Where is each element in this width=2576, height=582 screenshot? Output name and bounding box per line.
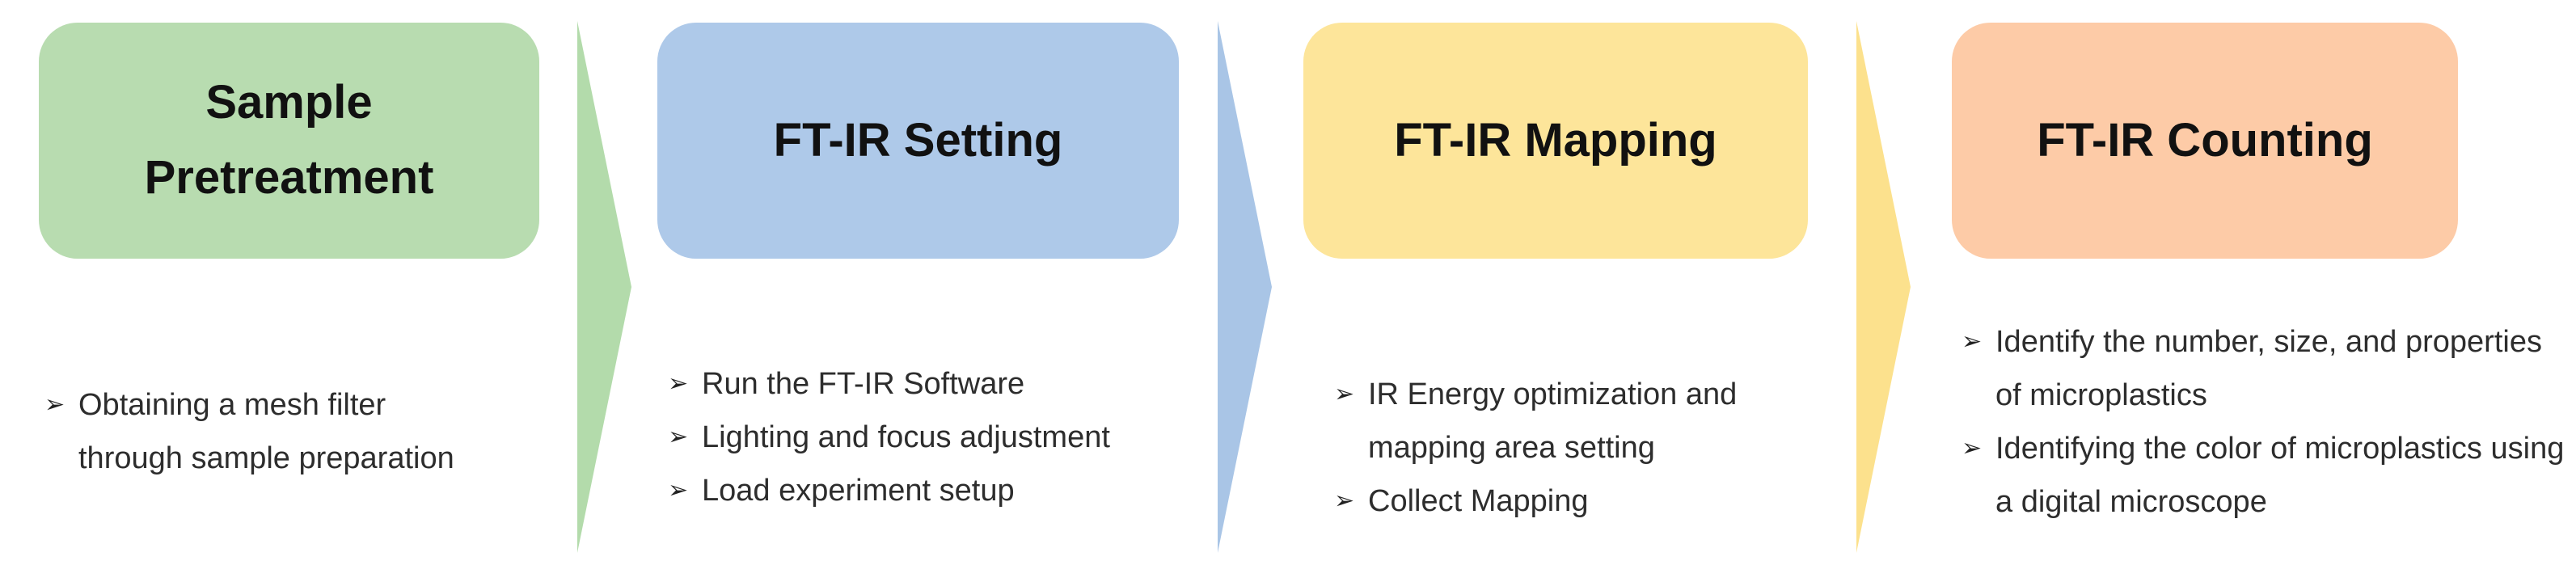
bullet-item: ➢ Identify the number, size, and propert…: [1962, 315, 2576, 422]
bullet-item: ➢ Obtaining a mesh filter through sample…: [44, 378, 465, 485]
bullet-text: Collect Mapping: [1368, 484, 1589, 518]
bullet-list: ➢ IR Energy optimization and mapping are…: [1334, 368, 1791, 528]
bullet-list: ➢ Run the FT-IR Software ➢ Lighting and …: [668, 357, 1201, 517]
step-box-ftir-mapping: FT-IR Mapping: [1303, 23, 1808, 259]
flow-arrow-icon: [1856, 21, 1911, 553]
bullet-text: Lighting and focus adjustment: [702, 420, 1110, 454]
step-title: FT-IR Setting: [773, 113, 1063, 167]
arrow-bullet-icon: ➢: [44, 391, 65, 418]
bullet-text: Identifying the color of microplastics u…: [1995, 432, 2565, 519]
arrow-bullet-icon: ➢: [668, 370, 689, 397]
bullet-item: ➢ Identifying the color of microplastics…: [1962, 422, 2576, 529]
bullet-item: ➢ Lighting and focus adjustment: [668, 411, 1201, 464]
arrow-bullet-icon: ➢: [1962, 328, 1983, 355]
bullet-list: ➢ Obtaining a mesh filter through sample…: [44, 378, 465, 485]
arrow-bullet-icon: ➢: [668, 424, 689, 450]
bullet-item: ➢ Run the FT-IR Software: [668, 357, 1201, 411]
step-title: FT-IR Mapping: [1394, 113, 1717, 167]
flow-arrow-icon: [577, 21, 631, 553]
bullet-text: Identify the number, size, and propertie…: [1995, 325, 2542, 412]
arrow-bullet-icon: ➢: [1334, 487, 1355, 514]
step-box-sample-pretreatment: Sample Pretreatment: [39, 23, 539, 259]
bullet-text: Obtaining a mesh filter through sample p…: [78, 388, 454, 475]
bullet-item: ➢ Load experiment setup: [668, 464, 1201, 517]
step-title: Sample Pretreatment: [144, 76, 434, 204]
step-box-ftir-setting: FT-IR Setting: [657, 23, 1179, 259]
bullet-text: Load experiment setup: [702, 474, 1015, 508]
arrow-bullet-icon: ➢: [668, 477, 689, 504]
arrow-bullet-icon: ➢: [1962, 435, 1983, 462]
step-title: FT-IR Counting: [2037, 113, 2373, 167]
bullet-list: ➢ Identify the number, size, and propert…: [1962, 315, 2576, 529]
bullet-text: Run the FT-IR Software: [702, 367, 1025, 401]
arrow-bullet-icon: ➢: [1334, 381, 1355, 407]
bullet-item: ➢ IR Energy optimization and mapping are…: [1334, 368, 1791, 474]
bullet-item: ➢ Collect Mapping: [1334, 474, 1791, 528]
flow-arrow-icon: [1218, 21, 1272, 553]
bullet-text: IR Energy optimization and mapping area …: [1368, 377, 1738, 465]
step-box-ftir-counting: FT-IR Counting: [1952, 23, 2458, 259]
